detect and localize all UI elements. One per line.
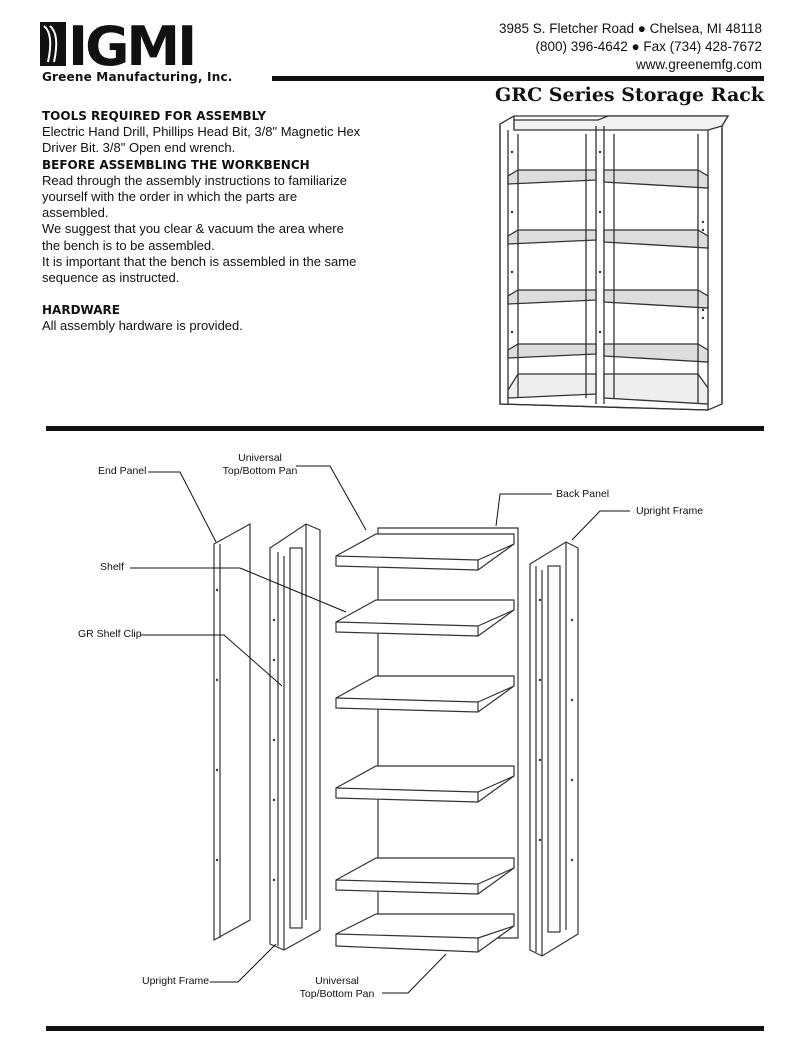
tools-text: Electric Hand Drill, Phillips Head Bit, … — [42, 124, 361, 156]
document-title: GRC Series Storage Rack — [495, 84, 764, 106]
tools-heading: TOOLS REQUIRED FOR ASSEMBLY — [42, 109, 267, 123]
label-universal-bottom-line1: Universal — [315, 975, 359, 987]
before-text-1: Read through the assembly instructions t… — [42, 172, 347, 221]
label-universal-bottom-line2: Top/Bottom Pan — [299, 988, 375, 1000]
before-text-3: It is important that the bench is assemb… — [42, 253, 357, 286]
assembled-rack-illustration — [499, 115, 730, 411]
shelves — [335, 533, 515, 953]
exploded-assembly-diagram — [130, 465, 630, 994]
hardware-text: All assembly hardware is provided. — [42, 318, 243, 334]
label-upright-frame-left: Upright Frame — [142, 975, 210, 987]
before-heading: BEFORE ASSEMBLING THE WORKBENCH — [42, 157, 310, 172]
label-gr-shelf-clip: GR Shelf Clip — [78, 628, 142, 640]
label-upright-frame-right: Upright Frame — [636, 505, 704, 517]
section-divider — [46, 426, 764, 431]
address-line: 3985 S. Fletcher Road ● Chelsea, MI 4811… — [498, 21, 762, 36]
label-universal-bottom: Universal Top/Bottom Pan — [296, 975, 378, 1001]
hardware-heading: HARDWARE — [42, 303, 120, 318]
footer-rule — [46, 1026, 764, 1031]
label-end-panel: End Panel — [98, 465, 147, 477]
contact-block: 3985 S. Fletcher Road ● Chelsea, MI 4811… — [499, 20, 762, 74]
phone-line: (800) 396-4642 ● Fax (734) 428-7672 — [535, 39, 762, 54]
header-rule — [272, 76, 764, 81]
igmi-logo: IGMI — [40, 18, 197, 70]
company-name: Greene Manufacturing, Inc. — [42, 70, 233, 84]
logo-text: IGMI — [68, 18, 194, 70]
label-shelf: Shelf — [100, 561, 124, 573]
label-universal-top: Universal Top/Bottom Pan — [220, 452, 300, 478]
end-panel-shape — [213, 522, 251, 942]
instructions: TOOLS REQUIRED FOR ASSEMBLY Electric Han… — [42, 108, 362, 335]
before-text-2: We suggest that you clear & vacuum the a… — [42, 221, 344, 253]
label-universal-top-line2: Top/Bottom Pan — [222, 465, 298, 477]
label-back-panel: Back Panel — [556, 488, 610, 500]
label-universal-top-line1: Universal — [238, 452, 282, 464]
website-line: www.greenemfg.com — [635, 57, 762, 72]
